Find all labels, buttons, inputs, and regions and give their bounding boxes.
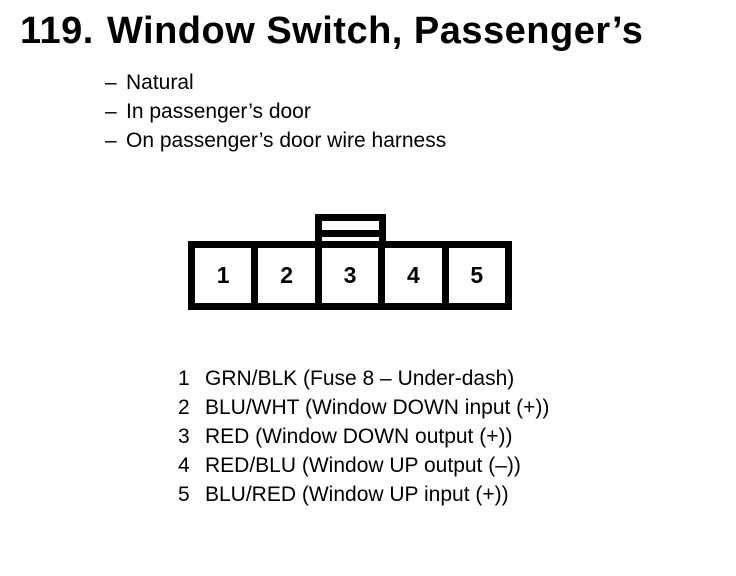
pin-row: 1 GRN/BLK (Fuse 8 – Under-dash)	[178, 364, 549, 393]
pin-number: 4	[178, 454, 190, 477]
pin-row: 3 RED (Window DOWN output (+))	[178, 422, 549, 451]
connector-cavity-2: 2	[258, 248, 315, 303]
pin-number: 2	[178, 396, 190, 419]
attribute-text: In passenger’s door	[126, 100, 311, 123]
pin-description: BLU/RED (Window UP input (+))	[205, 483, 509, 506]
bullet-dash: –	[105, 129, 117, 152]
attribute-item: – In passenger’s door	[105, 97, 446, 126]
pin-row: 4 RED/BLU (Window UP output (–))	[178, 451, 549, 480]
connector-cavity-5: 5	[448, 248, 506, 303]
connector-cavity-1: 1	[195, 248, 252, 303]
attribute-text: On passenger’s door wire harness	[126, 129, 447, 152]
latch-slot	[322, 221, 379, 230]
pin-number: 3	[178, 425, 190, 448]
bullet-dash: –	[105, 100, 117, 123]
page-header: 119. Window Switch, Passenger’s	[20, 11, 643, 51]
connector-latch-tab	[315, 214, 386, 243]
page-title: Window Switch, Passenger’s	[107, 10, 644, 52]
attribute-list: – Natural – In passenger’s door – On pas…	[105, 68, 446, 155]
pin-description: BLU/WHT (Window DOWN input (+))	[205, 396, 550, 419]
latch-slot	[322, 237, 379, 243]
attribute-item: – On passenger’s door wire harness	[105, 126, 446, 155]
connector-cavity-3: 3	[321, 248, 379, 303]
connector-cavity-4: 4	[385, 248, 442, 303]
attribute-item: – Natural	[105, 68, 446, 97]
attribute-text: Natural	[126, 71, 194, 94]
pin-row: 5 BLU/RED (Window UP input (+))	[178, 480, 549, 509]
pin-description: RED (Window DOWN output (+))	[205, 425, 513, 448]
connector-body: 1 2 3 4 5	[188, 241, 512, 310]
pin-legend: 1 GRN/BLK (Fuse 8 – Under-dash) 2 BLU/WH…	[178, 364, 549, 509]
pin-number: 5	[178, 483, 190, 506]
pin-row: 2 BLU/WHT (Window DOWN input (+))	[178, 393, 549, 422]
item-number: 119.	[20, 10, 94, 52]
bullet-dash: –	[105, 71, 117, 94]
pin-description: RED/BLU (Window UP output (–))	[205, 454, 521, 477]
pin-number: 1	[178, 367, 190, 390]
pin-description: GRN/BLK (Fuse 8 – Under-dash)	[205, 367, 515, 390]
